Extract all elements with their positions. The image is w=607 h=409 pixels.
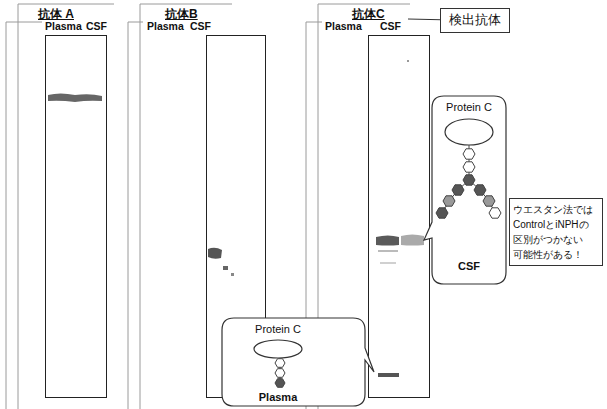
glycan-bonds — [442, 145, 495, 213]
speech-bubble: Protein C CSF — [432, 96, 506, 284]
sugar-residues — [436, 149, 501, 218]
band — [231, 273, 234, 276]
lane-label: CSF — [86, 21, 107, 33]
antibody-panel: 抗体 APlasma CSF — [18, 4, 110, 32]
band — [48, 94, 102, 103]
bubble-shape — [424, 96, 506, 284]
antibody-label: 抗体B — [165, 8, 198, 21]
antibody-label: 抗体 A — [38, 8, 74, 21]
lane-label: CSF — [190, 21, 211, 33]
note-text: ウエスタン法では ControlとiNPHの 区別がつかない 可能性がある！ — [513, 202, 599, 262]
band — [378, 373, 399, 377]
sample-label: Plasma — [259, 391, 298, 403]
bracket-line — [6, 22, 42, 409]
note-box: ウエスタン法では ControlとiNPHの 区別がつかない 可能性がある！ — [509, 198, 603, 266]
bracket-line — [140, 4, 232, 409]
band — [380, 262, 396, 264]
blot-membrane — [368, 35, 430, 398]
callout-text: 検出抗体 — [449, 13, 501, 27]
band — [376, 236, 399, 246]
protein-label: Protein C — [255, 323, 301, 335]
speech-bubble: Protein C Plasma — [222, 318, 365, 406]
glycan-illustration — [432, 96, 506, 284]
lane-label: Plasma — [45, 21, 82, 33]
protein-ellipse — [254, 340, 302, 358]
callout-box: 検出抗体 — [440, 8, 510, 33]
lane-label: Plasma — [325, 21, 362, 33]
sugar-residues — [275, 359, 285, 388]
antibody-panel: 抗体CPlasma CSF — [318, 4, 408, 32]
band — [223, 266, 228, 270]
lane-label: CSF — [380, 21, 401, 33]
band — [378, 250, 398, 252]
bracket-lines — [6, 4, 410, 409]
bracket-line — [18, 4, 114, 409]
antibody-panel: 抗体BPlasma CSF — [140, 4, 232, 32]
speck — [407, 60, 409, 62]
protein-label: Protein C — [446, 101, 492, 113]
blot-membrane — [45, 35, 107, 398]
band — [401, 235, 424, 246]
sample-label: CSF — [458, 260, 480, 272]
band — [208, 248, 222, 259]
antibody-label: 抗体C — [352, 8, 385, 21]
bubble-shape — [222, 318, 374, 406]
bracket-line — [128, 22, 143, 409]
leader-line — [408, 19, 440, 21]
protein-ellipse — [445, 119, 493, 145]
lane-label: Plasma — [147, 21, 184, 33]
